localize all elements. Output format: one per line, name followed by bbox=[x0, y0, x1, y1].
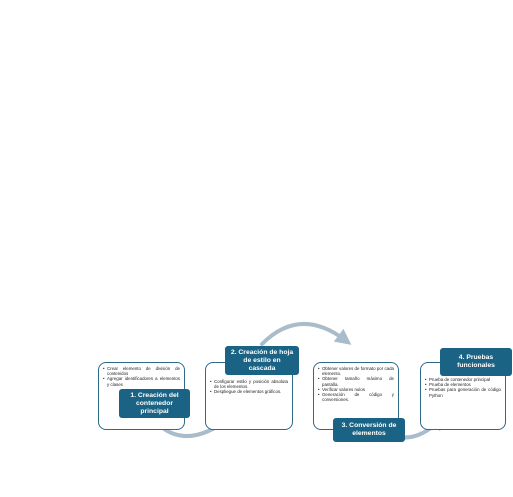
step-3-bullet: Obtener tamaño máximo de pantalla. bbox=[318, 376, 394, 386]
step-4-bullets: Prueba de contenedor principal Prueba de… bbox=[425, 377, 501, 398]
step-1-title: 1. Creación del contenedor principal bbox=[119, 389, 190, 418]
step-3-bullet: Generación de código y conversiones. bbox=[318, 392, 394, 402]
step-4-bullet: Pruebas para generación de código Python bbox=[425, 387, 501, 397]
step-1-bullet: Agregar identificadores a elementos y cl… bbox=[103, 376, 180, 386]
step-1-bullets: Crear elemento de división de contenidos… bbox=[103, 366, 180, 387]
arrow-step2-to-step3 bbox=[260, 321, 352, 346]
step-2-bullet: Configurar estilo y posición absoluta de… bbox=[210, 379, 288, 389]
step-4-bullet: Prueba de elementos bbox=[425, 382, 501, 387]
step-3-title: 3. Conversión de elementos bbox=[333, 418, 405, 442]
step-2-title: 2. Creación de hoja de estilo en cascada bbox=[225, 346, 299, 375]
step-4-title: 4. Pruebas funcionales bbox=[440, 348, 512, 376]
step-3-bullets: Obtener valores de formato por cada elem… bbox=[318, 366, 394, 402]
step-2-bullet: Despliegue de elementos gráficos. bbox=[210, 389, 288, 394]
step-3-bullet: Verificar valores nulos bbox=[318, 387, 394, 392]
step-4-bullet: Prueba de contenedor principal bbox=[425, 377, 501, 382]
step-1-bullet: Crear elemento de división de contenidos bbox=[103, 366, 180, 376]
step-2-bullets: Configurar estilo y posición absoluta de… bbox=[210, 379, 288, 395]
step-3-bullet: Obtener valores de formato por cada elem… bbox=[318, 366, 394, 376]
